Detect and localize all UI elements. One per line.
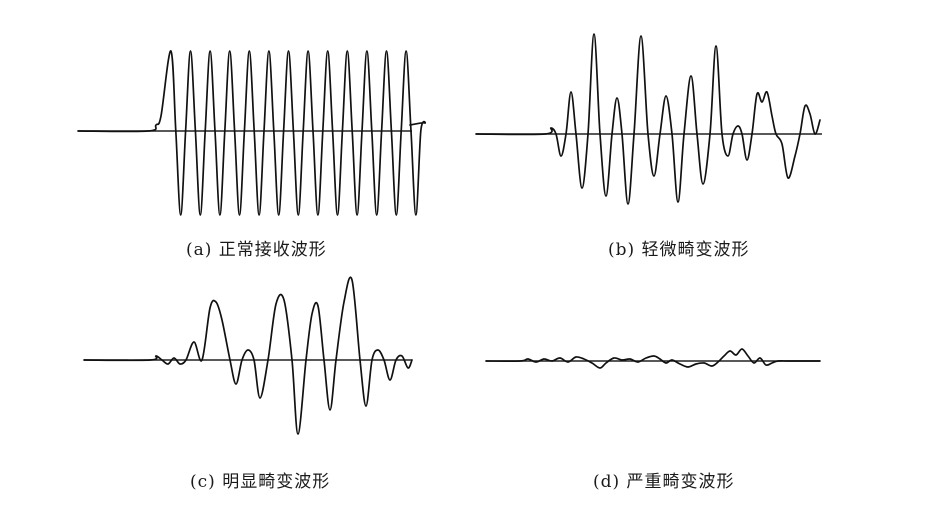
panel-d-wave [485,348,821,369]
panel-a-wave [77,50,427,216]
panel-b-wave [475,33,821,205]
caption-b: (b) 轻微畸变波形 [608,240,750,260]
panel-a-normal-waveform [77,50,427,216]
panel-b-slight-distortion-waveform [475,33,822,205]
panel-c-wave [83,276,413,435]
panel-c-obvious-distortion-waveform [83,276,413,435]
caption-c: (c) 明显畸变波形 [190,472,331,492]
caption-d: (d) 严重畸变波形 [593,472,735,492]
panel-d-severe-distortion-waveform [485,348,821,369]
caption-a: (a) 正常接收波形 [186,240,327,260]
